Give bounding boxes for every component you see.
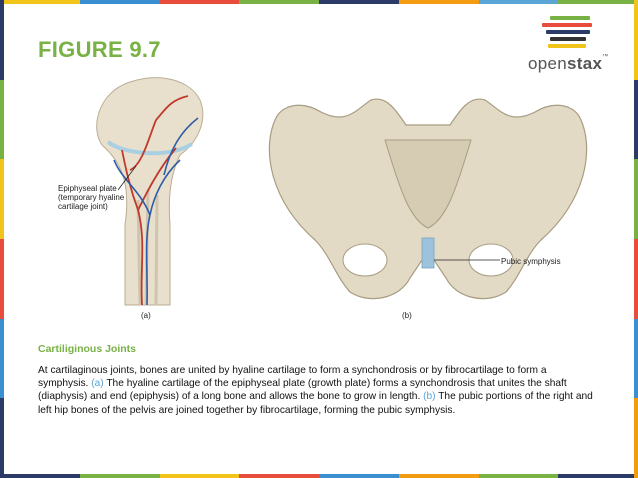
top-color-stripe: [0, 0, 638, 4]
long-bone-illustration: [96, 77, 204, 306]
logo-text-stax: stax: [567, 54, 603, 73]
right-color-stripe: [634, 0, 638, 478]
section-heading: Cartiliginous Joints: [38, 343, 137, 355]
caption-part-1: At cartilaginous joints, bones are unite…: [38, 365, 547, 390]
logo-wordmark: openstax™: [528, 54, 609, 74]
caption-part-3: The pubic portions of the right and left…: [38, 391, 593, 416]
caption-part-2: The hyaline cartilage of the epiphyseal …: [38, 378, 567, 403]
figure-svg: [96, 77, 588, 306]
figure-caption-b: (b): [402, 311, 412, 320]
logo-bar-yellow: [548, 44, 586, 48]
logo-bar-green: [550, 16, 590, 20]
pubic-symphysis-label: Pubic symphysis: [501, 257, 561, 266]
openstax-logo: openstax™: [528, 14, 608, 84]
figure-caption-text: At cartilaginous joints, bones are unite…: [38, 364, 598, 417]
pelvis-illustration: [268, 98, 588, 300]
epiphyseal-plate-label: Epiphyseal plate (temporary hyaline cart…: [58, 184, 125, 211]
bottom-color-stripe: [0, 474, 638, 478]
logo-bar-navy: [546, 30, 590, 34]
figure-caption-a: (a): [141, 311, 151, 320]
caption-link-b[interactable]: (b): [423, 391, 436, 403]
figure-illustrations: [30, 70, 610, 325]
slide-title: FIGURE 9.7: [38, 37, 161, 62]
logo-bar-dark: [550, 37, 586, 41]
logo-trademark: ™: [602, 54, 609, 60]
caption-link-a[interactable]: (a): [91, 378, 104, 390]
logo-bar-red: [542, 23, 592, 27]
logo-text-open: open: [528, 54, 568, 73]
left-color-stripe: [0, 0, 4, 478]
